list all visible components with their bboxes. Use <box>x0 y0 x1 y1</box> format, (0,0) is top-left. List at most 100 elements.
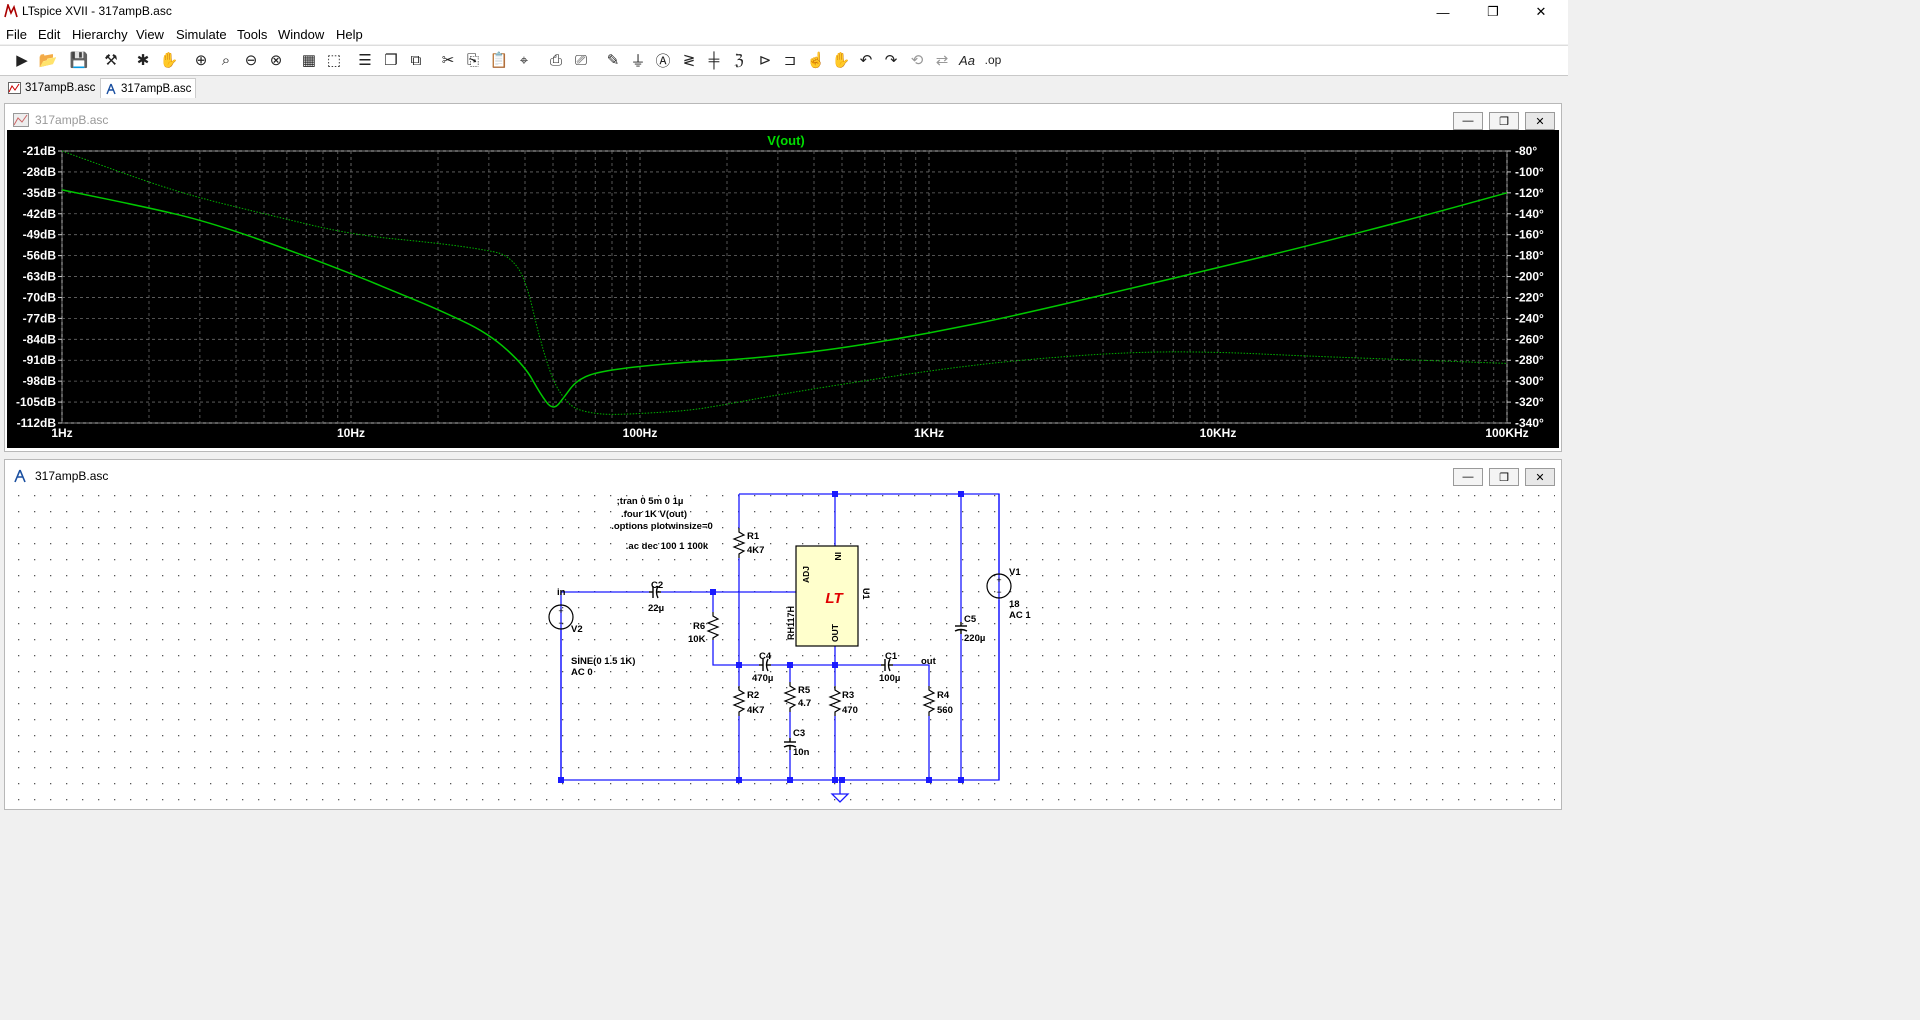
directive-options[interactable]: .options plotwinsize=0 <box>611 521 713 532</box>
waveform-minimize-button[interactable]: — <box>1453 112 1483 130</box>
c4-name: C4 <box>759 651 772 662</box>
waveform-maximize-button[interactable]: ❐ <box>1489 112 1519 130</box>
menu-hierarchy[interactable]: Hierarchy <box>72 27 128 42</box>
zoom-fit-icon[interactable]: ⊗ <box>269 52 283 69</box>
y-left-tick-label: -91dB <box>23 353 57 367</box>
zoom-pan-icon[interactable]: ⌕ <box>221 51 231 69</box>
maximize-button[interactable]: ❐ <box>1487 4 1499 19</box>
tile-icon[interactable]: ⬚ <box>326 52 342 69</box>
minimize-button[interactable]: — <box>1436 4 1450 20</box>
drag-icon[interactable]: ✋ <box>831 52 851 69</box>
zoom-out-icon[interactable]: ⊖ <box>244 52 258 69</box>
svg-text:−: − <box>558 618 563 628</box>
menu-help[interactable]: Help <box>336 27 363 42</box>
open-icon[interactable]: 📂 <box>38 52 58 69</box>
voltage-source-v2[interactable]: +− <box>548 604 574 630</box>
net-label-in[interactable]: in <box>557 587 566 598</box>
redo-icon[interactable]: ↷ <box>884 52 898 69</box>
phase-trace[interactable] <box>61 150 1508 415</box>
copy-icon[interactable]: ⎘ <box>466 51 479 69</box>
component-icon[interactable]: ⊐ <box>783 52 797 69</box>
menu-tools[interactable]: Tools <box>237 27 268 42</box>
ground-symbol[interactable] <box>830 793 850 803</box>
run-icon[interactable]: ▶ <box>16 52 28 69</box>
directive-four[interactable]: .four 1K V(out) <box>621 509 687 520</box>
regulator-u1[interactable]: IN ADJ OUT LT RH117H U1 <box>786 545 871 647</box>
spice-directive-icon[interactable]: .op <box>984 53 1002 67</box>
tile-vertical-icon[interactable]: ☰ <box>358 52 372 69</box>
tab-schematic[interactable]: 317ampB.asc <box>100 78 197 98</box>
cut-icon[interactable]: ✂ <box>441 52 455 69</box>
r6-value: 10K <box>688 634 706 645</box>
schematic-canvas[interactable]: ;tran 0 5m 0 1µ .four 1K V(out) .options… <box>11 488 1555 805</box>
directive-ac[interactable]: .ac dec 100 1 100k <box>626 541 709 552</box>
capacitor-c1[interactable] <box>881 658 893 672</box>
menu-edit[interactable]: Edit <box>38 27 61 42</box>
zoom-in-icon[interactable]: ⊕ <box>194 52 208 69</box>
ground-icon[interactable]: ⏚ <box>630 52 646 70</box>
text-icon[interactable]: Aa <box>959 52 975 68</box>
voltage-source-v1[interactable]: +− <box>986 573 1012 599</box>
r4-name: R4 <box>937 690 950 701</box>
menu-simulate[interactable]: Simulate <box>176 27 227 42</box>
control-panel-icon[interactable]: ⚒ <box>104 52 118 69</box>
schematic-maximize-button[interactable]: ❐ <box>1489 468 1519 486</box>
move-icon[interactable]: ☝ <box>806 52 826 69</box>
paste-icon[interactable]: 📋 <box>489 52 509 69</box>
y-right-tick-label: -320° <box>1515 395 1544 409</box>
capacitor-c4[interactable] <box>759 658 771 672</box>
inductor-icon[interactable]: ℨ <box>734 52 744 69</box>
r1-value: 4K7 <box>747 545 764 556</box>
autorange-icon[interactable]: ▦ <box>301 52 317 69</box>
magnitude-trace[interactable] <box>61 189 1508 408</box>
waveform-close-button[interactable]: ✕ <box>1525 112 1555 130</box>
menu-view[interactable]: View <box>136 27 164 42</box>
net-label-out[interactable]: out <box>921 656 937 667</box>
halt-icon[interactable]: ✱ <box>136 52 150 69</box>
save-icon[interactable]: 💾 <box>69 52 89 69</box>
lt-logo-icon: LT <box>825 590 844 607</box>
undo-icon[interactable]: ↶ <box>859 52 873 69</box>
bode-plot[interactable]: -21dB-28dB-35dB-42dB-49dB-56dB-63dB-70dB… <box>7 130 1559 448</box>
resistor-r3[interactable] <box>828 686 842 716</box>
menu-window[interactable]: Window <box>278 27 325 42</box>
schematic-minimize-button[interactable]: — <box>1453 468 1483 486</box>
directive-tran[interactable]: ;tran 0 5m 0 1µ <box>617 496 684 507</box>
print-icon[interactable]: ⎙ <box>549 51 562 69</box>
resistor-r5[interactable] <box>783 682 797 712</box>
resistor-r2[interactable] <box>732 686 746 716</box>
r4-value: 560 <box>937 705 953 716</box>
cascade-icon[interactable]: ❐ <box>384 52 398 69</box>
schematic-close-button[interactable]: ✕ <box>1525 468 1555 486</box>
r3-name: R3 <box>842 690 854 701</box>
tab-waveform[interactable]: 317ampB.asc <box>4 78 99 97</box>
menu-file[interactable]: File <box>6 27 27 42</box>
c2-name: C2 <box>651 580 663 591</box>
diode-icon[interactable]: ⊳ <box>758 52 772 69</box>
capacitor-c3[interactable] <box>783 738 797 750</box>
resistor-r4[interactable] <box>922 686 936 716</box>
capacitor-c5[interactable] <box>954 622 968 634</box>
resistor-icon[interactable]: ≷ <box>682 52 696 69</box>
capacitor-c2[interactable] <box>649 585 661 599</box>
r3-value: 470 <box>842 705 858 716</box>
schematic-window-title: 317ampB.asc <box>35 469 109 483</box>
close-all-icon[interactable]: ⧉ <box>410 51 422 69</box>
pan-icon[interactable]: ✋ <box>159 52 179 69</box>
wire-icon[interactable]: ✎ <box>606 52 620 69</box>
wires <box>560 493 1000 794</box>
schematic-icon <box>106 83 116 94</box>
find-icon[interactable]: ⌖ <box>519 51 529 69</box>
r2-value: 4K7 <box>747 705 764 716</box>
resistor-r1[interactable] <box>732 528 746 558</box>
label-icon[interactable]: Ⓐ <box>655 52 671 70</box>
y-right-tick-label: -340° <box>1515 416 1544 430</box>
junctions <box>558 491 964 783</box>
mirror-icon[interactable]: ⇄ <box>935 52 949 69</box>
rotate-icon[interactable]: ⟲ <box>910 52 924 69</box>
resistor-r6[interactable] <box>706 612 720 640</box>
print-setup-icon[interactable]: ⎚ <box>574 51 587 69</box>
close-button[interactable]: ✕ <box>1535 4 1547 19</box>
capacitor-icon[interactable]: ╪ <box>708 51 720 69</box>
r5-name: R5 <box>798 685 811 696</box>
